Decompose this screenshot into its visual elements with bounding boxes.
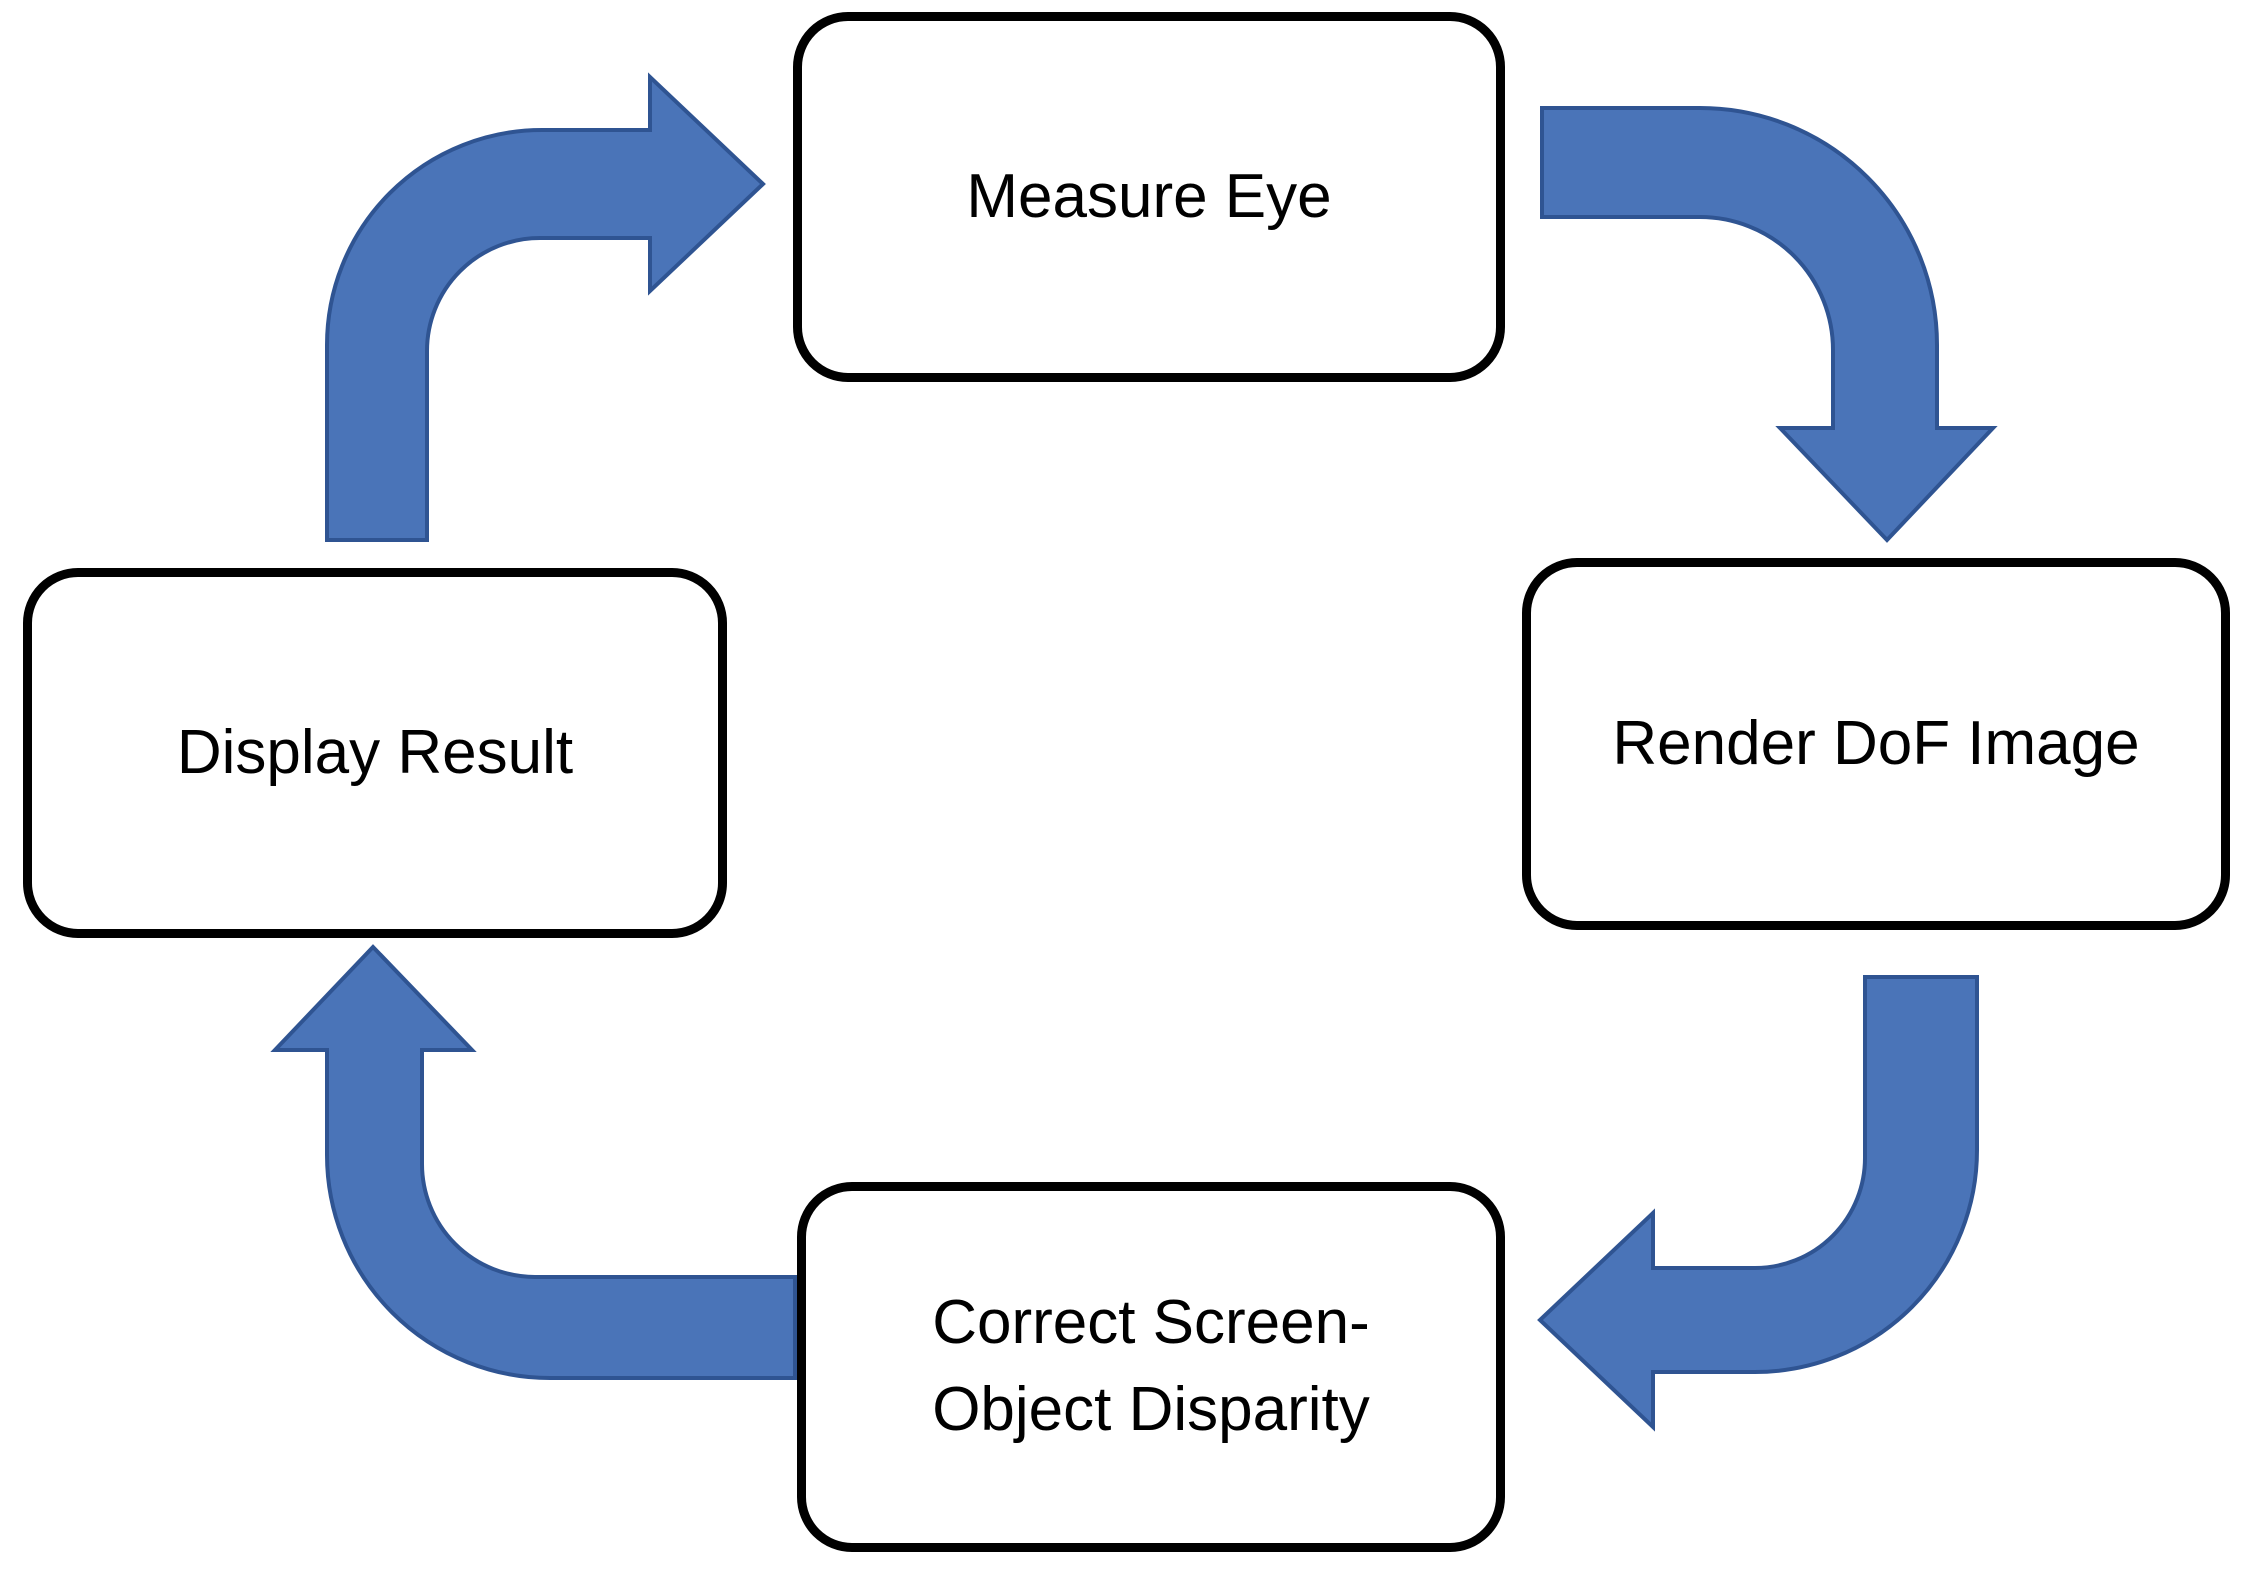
node-render-dof-image-label: Render DoF Image <box>1612 708 2140 778</box>
node-correct-screen-object-disparity: Correct Screen- Object Disparity <box>797 1182 1505 1552</box>
arrow-render-to-correct-icon <box>1537 975 1979 1432</box>
arrow-display-to-measure-icon <box>325 72 766 542</box>
arrow-correct-to-display-icon <box>270 944 797 1380</box>
node-measure-eye-label: Measure Eye <box>966 161 1332 231</box>
node-measure-eye: Measure Eye <box>793 12 1505 382</box>
node-display-result-label: Display Result <box>176 717 574 787</box>
node-render-dof-image: Render DoF Image <box>1522 558 2230 930</box>
node-display-result: Display Result <box>23 568 727 938</box>
node-correct-screen-object-disparity-label: Correct Screen- Object Disparity <box>932 1288 1370 1444</box>
arrow-measure-to-render-icon <box>1540 106 1998 543</box>
